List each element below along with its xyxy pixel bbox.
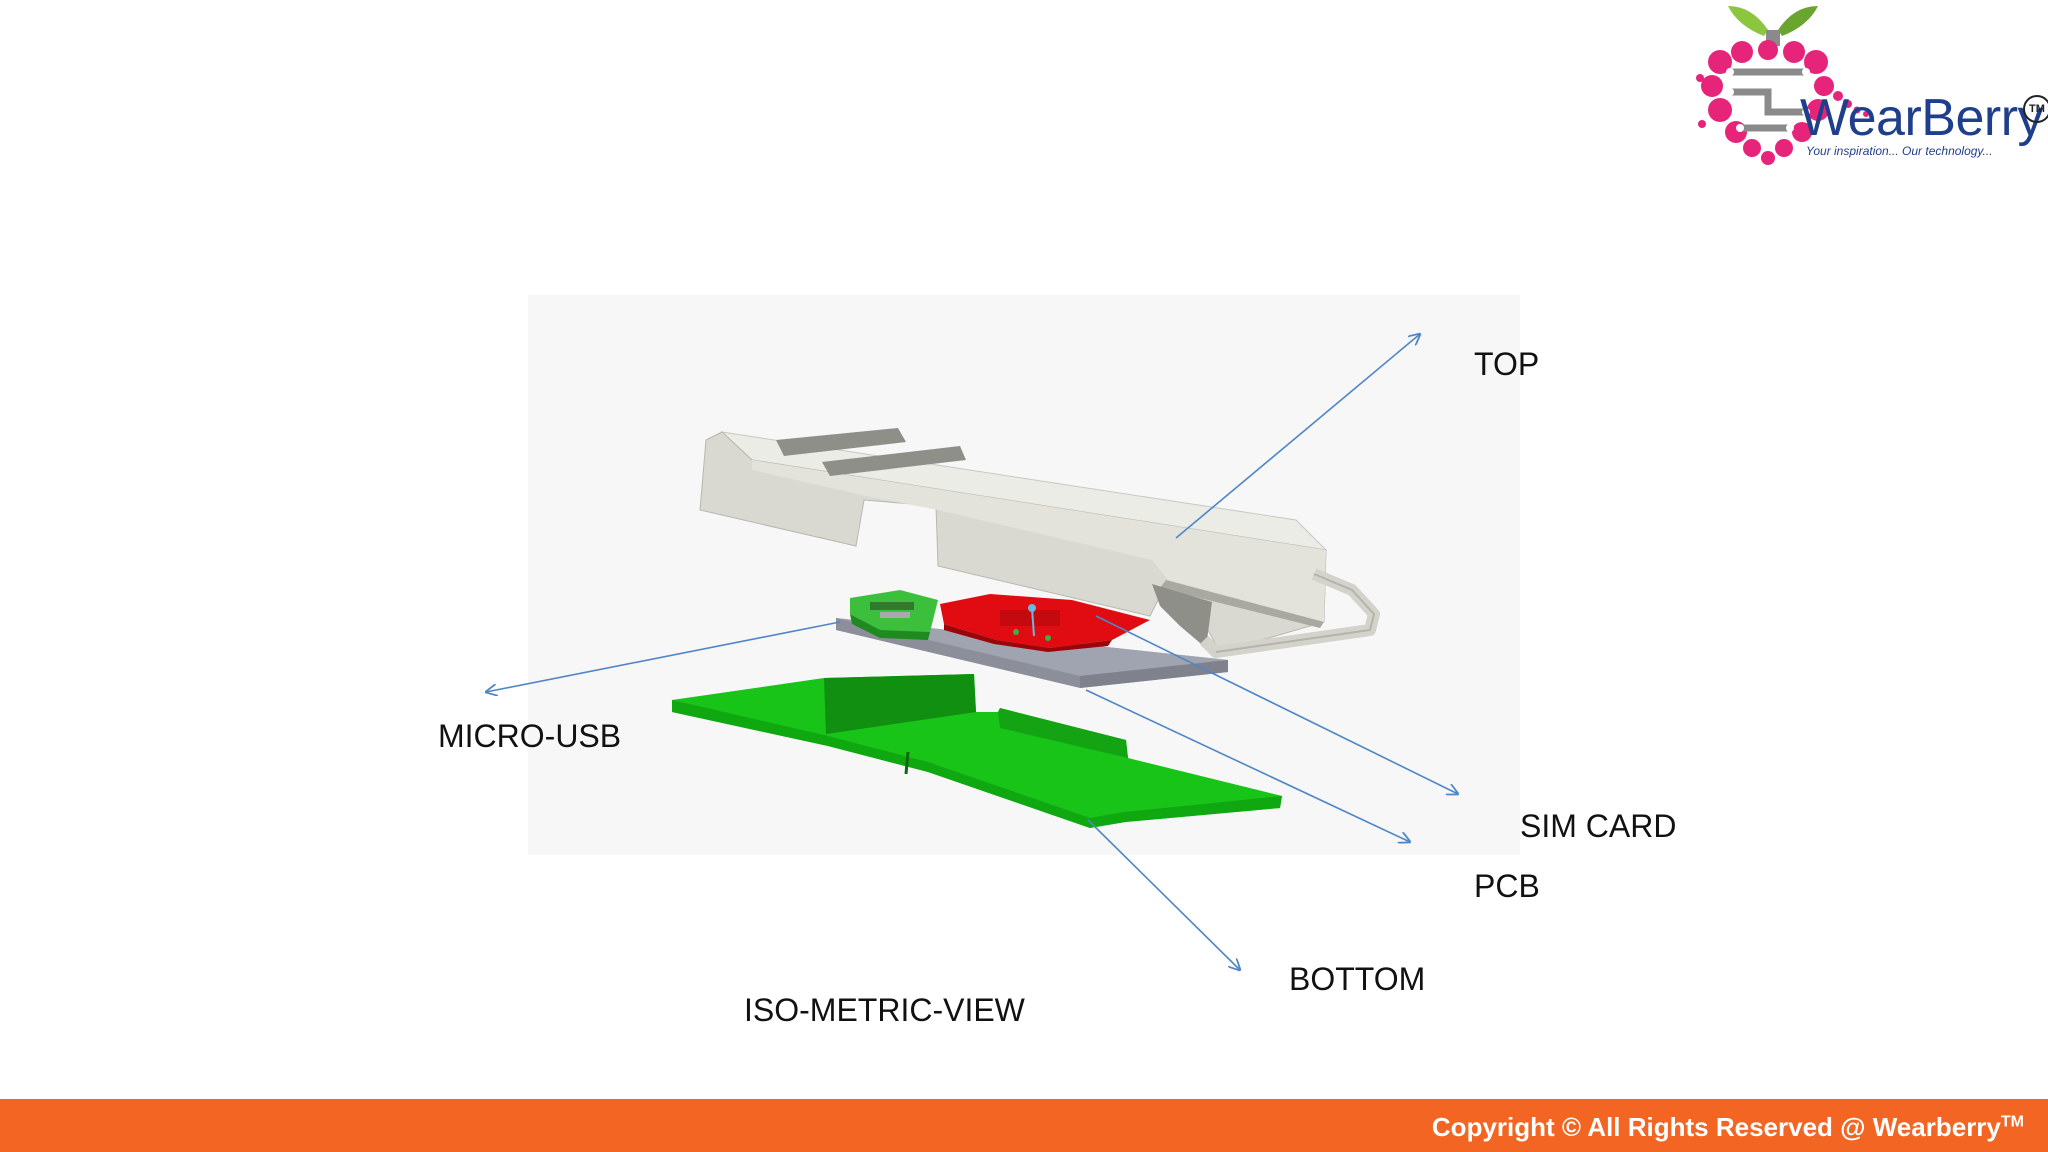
sim-card-holder <box>940 594 1150 652</box>
label-micro-usb: MICRO-USB <box>438 718 622 754</box>
brand-name: WearBerry <box>1800 89 2044 147</box>
arrow-sim-card <box>1095 615 1458 794</box>
copyright-label: Copyright © All Rights Reserved @ Wearbe… <box>1431 1112 2001 1142</box>
copyright-trademark: TM <box>2000 1113 2024 1131</box>
wearberry-logo: WearBerry TM Your inspiration... Our tec… <box>1690 0 2048 175</box>
label-top: TOP <box>1474 346 1540 382</box>
bottom-housing <box>672 674 1282 828</box>
micro-usb-connector <box>850 590 938 640</box>
brand-tagline: Your inspiration... Our technology... <box>1806 144 1993 158</box>
label-bottom: BOTTOM <box>1289 961 1426 997</box>
berry-icon <box>1696 6 1869 165</box>
arrow-pcb <box>1085 689 1410 842</box>
label-sim-card: SIM CARD <box>1520 808 1677 844</box>
diagram-caption: ISO-METRIC-VIEW <box>744 992 1025 1028</box>
copyright-text: Copyright © All Rights Reserved @ Wearbe… <box>1432 1112 2024 1143</box>
leader-arrows <box>486 334 1458 970</box>
trademark-badge: TM <box>2023 95 2048 123</box>
arrow-bottom <box>1087 819 1240 970</box>
top-housing <box>699 428 1380 658</box>
footer-bar: Copyright © All Rights Reserved @ Wearbe… <box>0 1099 2048 1152</box>
arrow-top <box>1175 334 1420 539</box>
arrow-micro-usb <box>486 621 841 692</box>
label-pcb: PCB <box>1474 868 1540 904</box>
